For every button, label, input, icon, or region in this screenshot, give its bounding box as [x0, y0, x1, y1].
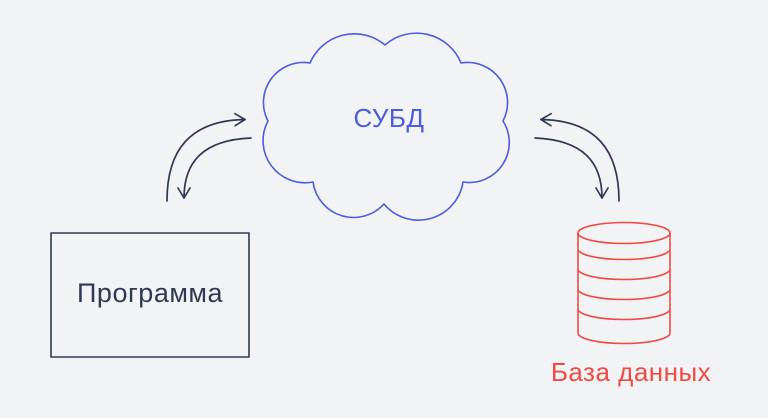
program-label: Программа	[77, 278, 223, 308]
program-box	[50, 232, 250, 358]
database-cylinder-icon	[577, 232, 671, 345]
cloud-icon	[262, 32, 511, 221]
database-label: База данных	[551, 357, 711, 387]
database-node: База данных	[551, 221, 711, 387]
arrow-dbms-to-database	[534, 137, 609, 199]
arrow-database-to-dbms	[540, 112, 620, 202]
arrow-dbms-to-program	[177, 137, 252, 199]
arrow-program-to-dbms	[166, 112, 246, 202]
dbms-node: СУБД	[262, 32, 511, 221]
dbms-label: СУБД	[353, 103, 424, 133]
program-node: Программа	[50, 232, 250, 358]
database-cylinder-top	[577, 221, 671, 245]
